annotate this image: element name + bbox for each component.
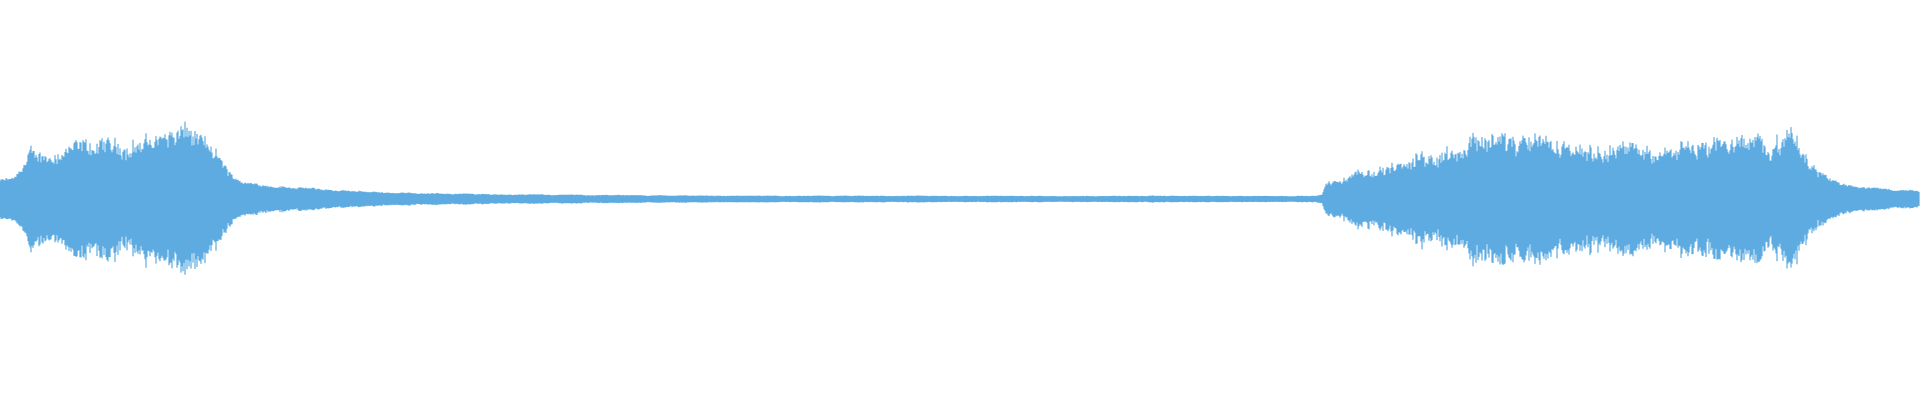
waveform-path (0, 121, 1920, 275)
